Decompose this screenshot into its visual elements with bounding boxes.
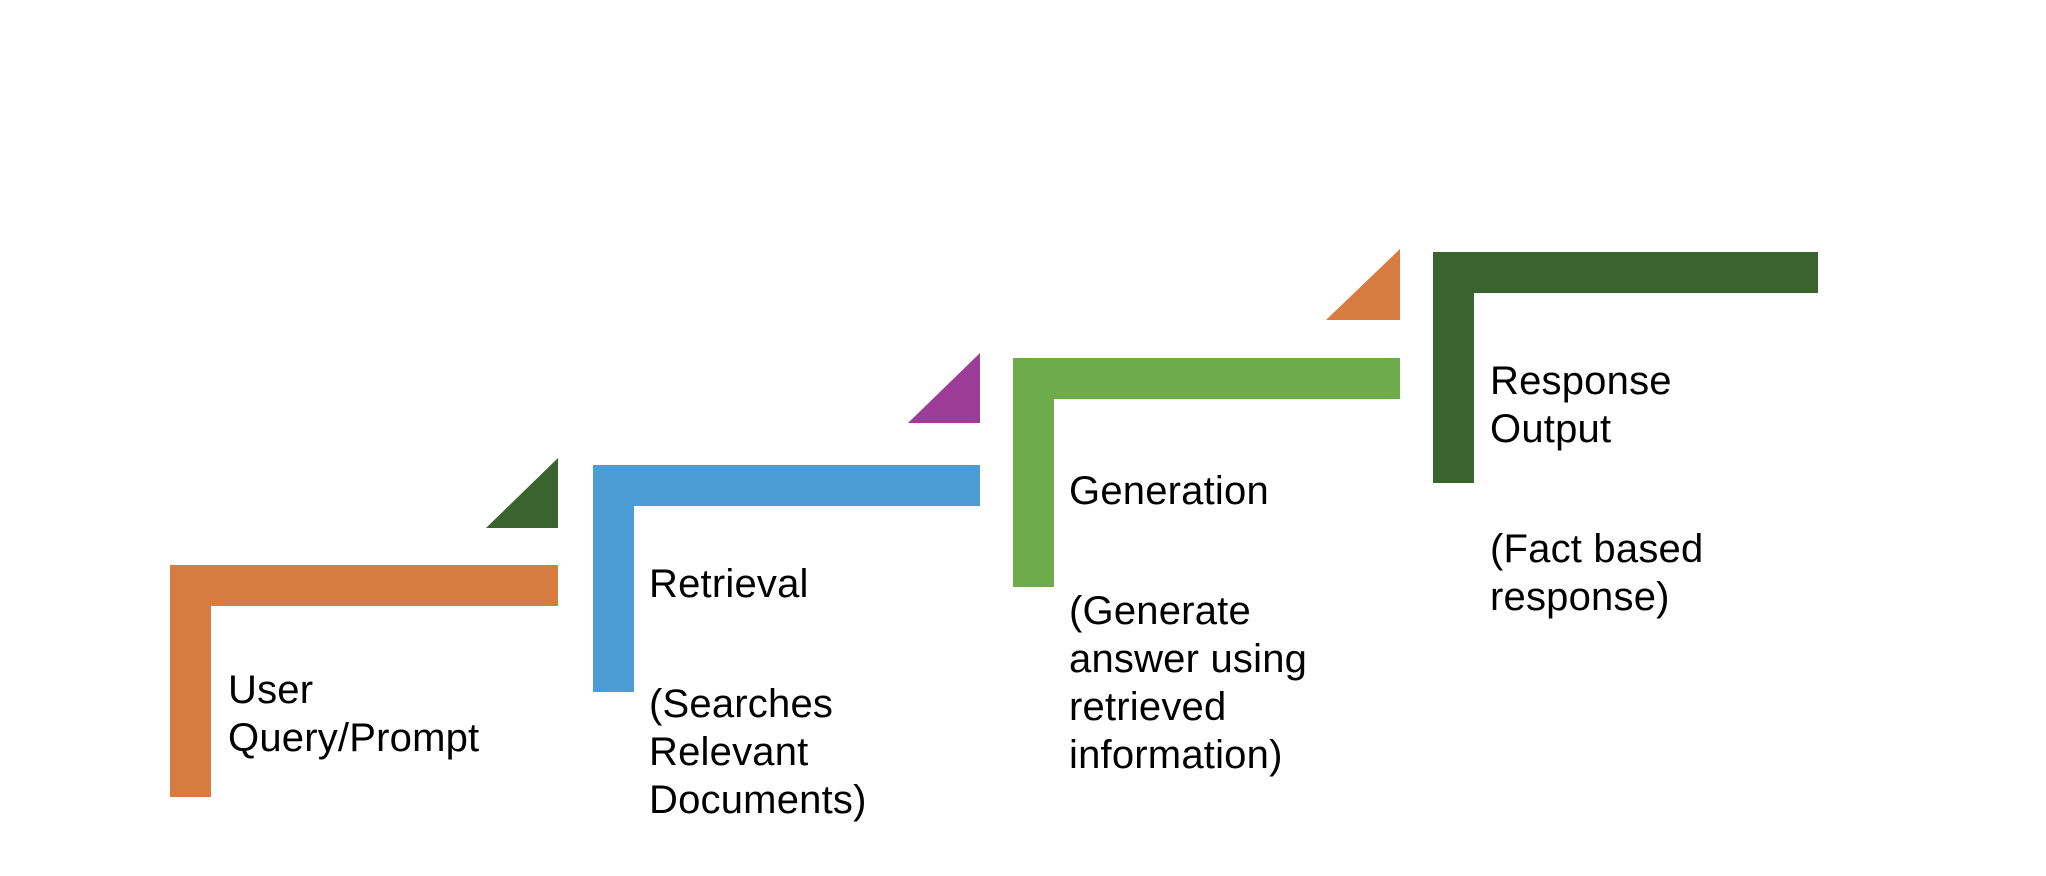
step-up-arrow-triangle-icon — [486, 458, 558, 528]
retrieval-label: Retrieval (Searches Relevant Documents) — [649, 512, 979, 872]
generation-l-horizontal-bar — [1013, 358, 1400, 399]
step-title: Response Output — [1490, 359, 1672, 451]
response-output-label: Response Output (Fact based response) — [1490, 309, 1820, 669]
generation-label: Generation (Generate answer using retrie… — [1069, 419, 1399, 827]
step-subtitle: (Searches Relevant Documents) — [649, 682, 867, 822]
step-up-arrow-triangle-icon — [1326, 249, 1400, 320]
response-output-l-horizontal-bar — [1433, 252, 1818, 293]
step-up-arrow-triangle-icon — [908, 353, 980, 423]
retrieval-l-horizontal-bar — [593, 465, 980, 506]
step-subtitle: (Generate answer using retrieved informa… — [1069, 589, 1308, 777]
step-title: Retrieval — [649, 562, 809, 606]
step-subtitle: (Fact based response) — [1490, 527, 1704, 619]
step-title: User Query/Prompt — [228, 668, 480, 760]
step-title: Generation — [1069, 469, 1269, 513]
user-query-label: User Query/Prompt — [228, 618, 568, 810]
user-query-l-horizontal-bar — [170, 565, 558, 606]
